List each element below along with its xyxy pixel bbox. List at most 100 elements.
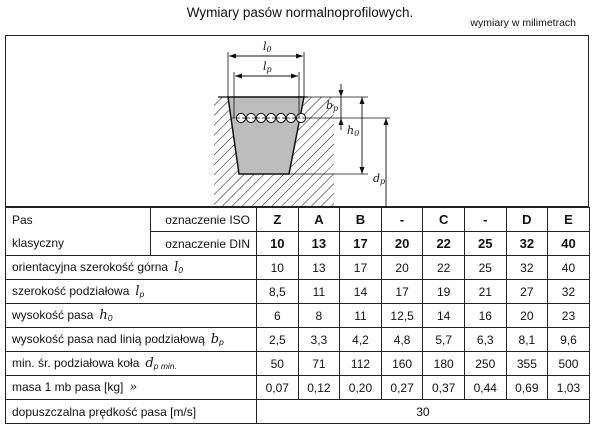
table-cell: 4,2 [339, 327, 382, 352]
table-cell: 32 [547, 279, 590, 304]
speed-label: dopuszczalna prędkość pasa [m/s] [5, 399, 257, 424]
table-cell: 6 [256, 303, 299, 328]
din-code: 32 [505, 231, 549, 256]
din-code: 40 [547, 231, 590, 256]
table-cell: 14 [339, 279, 382, 304]
row-label-text: min. śr. podziałowa koła [12, 355, 140, 370]
iso-label: oznaczenie ISO [150, 207, 257, 232]
row-symbol-subscript: p [219, 336, 224, 347]
belt-profile-svg: l0 lp bp h0 dp [214, 40, 390, 208]
din-label: oznaczenie DIN [150, 231, 257, 256]
table-cell: 0,20 [339, 375, 382, 400]
row-symbol: b [210, 331, 220, 347]
din-code: 22 [422, 231, 465, 256]
label-lp: lp [263, 60, 272, 74]
row-label: masa 1 mb pasa [kg] » [5, 375, 257, 400]
table-cell: 25 [463, 255, 507, 280]
row-label: szerokość podziałowa lp [5, 279, 257, 304]
table-cell: 11 [297, 279, 341, 304]
row-label: wysokość pasa nad linią podziałową bp [5, 327, 257, 352]
label-bp: bp [326, 99, 338, 113]
table-cell: 27 [505, 279, 549, 304]
din-code: 17 [339, 231, 382, 256]
table-cell: 3,3 [297, 327, 341, 352]
table-cell: 50 [256, 351, 299, 376]
iso-code: - [380, 207, 424, 232]
table-cell: 17 [380, 279, 424, 304]
table-cell: 9,6 [547, 327, 590, 352]
row-label-text: wysokość pasa [12, 307, 94, 322]
table-cell: 6,3 [463, 327, 507, 352]
row-symbol-subscript: 0 [178, 264, 183, 275]
table-cell: 19 [422, 279, 465, 304]
speed-value: 30 [256, 399, 590, 424]
table-cell: 0,69 [505, 375, 549, 400]
table-cell: 17 [339, 255, 382, 280]
table-cell: 10 [256, 255, 299, 280]
din-code: 10 [256, 231, 299, 256]
table-cell: 8,1 [505, 327, 549, 352]
table-cell: 355 [505, 351, 549, 376]
table-cell: 12,5 [380, 303, 424, 328]
table-cell: 250 [463, 351, 507, 376]
group-label-klasyczny: klasyczny [5, 231, 151, 256]
iso-row: Pas oznaczenie ISO Z A B - C - D E [5, 207, 590, 232]
row-symbol: d [145, 355, 154, 371]
table-cell: 23 [547, 303, 590, 328]
row-symbol: h [99, 307, 108, 323]
din-code: 13 [297, 231, 341, 256]
din-code: 25 [463, 231, 507, 256]
row-label-text: masa 1 mb pasa [kg] [12, 380, 124, 394]
row-symbol: » [129, 380, 138, 395]
iso-code: D [505, 207, 549, 232]
speed-row: dopuszczalna prędkość pasa [m/s]30 [5, 399, 590, 424]
belt-dimensions-table: Pas oznaczenie ISO Z A B - C - D E klasy… [5, 207, 590, 424]
table-cell: 8 [297, 303, 341, 328]
table-cell: 0,44 [463, 375, 507, 400]
label-h0: h0 [347, 124, 359, 138]
iso-code: A [297, 207, 341, 232]
table-cell: 71 [297, 351, 341, 376]
iso-code: B [339, 207, 382, 232]
group-label-pas: Pas [5, 207, 151, 232]
pulley-groove-hatch [214, 97, 334, 208]
table-cell: 112 [339, 351, 382, 376]
din-row: klasyczny oznaczenie DIN 10 13 17 20 22 … [5, 231, 590, 256]
units-note: wymiary w milimetrach [470, 17, 576, 29]
table-cell: 32 [505, 255, 549, 280]
belt-cross-section-drawing: l0 lp bp h0 dp [5, 35, 589, 208]
table-cell: 20 [380, 255, 424, 280]
iso-code: E [547, 207, 590, 232]
table-cell: 1,03 [547, 375, 590, 400]
row-symbol-subscript: p min. [153, 360, 177, 371]
table-cell: 0,27 [380, 375, 424, 400]
tension-cords [235, 112, 307, 124]
table-cell: 4,8 [380, 327, 424, 352]
table-cell: 180 [422, 351, 465, 376]
table-cell: 0,37 [422, 375, 465, 400]
row-symbol: l [135, 283, 140, 299]
iso-code: - [463, 207, 507, 232]
row-symbol: l [174, 259, 179, 275]
row-symbol-subscript: 0 [107, 312, 113, 323]
table-cell: 22 [422, 255, 465, 280]
iso-code: Z [256, 207, 299, 232]
label-dp: dp [373, 172, 385, 186]
table-cell: 20 [505, 303, 549, 328]
row-label-text: wysokość pasa nad linią podziałową [12, 331, 205, 346]
row-label: min. śr. podziałowa koła dp min. [5, 351, 257, 376]
iso-code: C [422, 207, 465, 232]
table-cell: 40 [547, 255, 590, 280]
label-l0: l0 [263, 40, 272, 54]
din-code: 20 [380, 231, 424, 256]
row-label-text: orientacyjna szerokość górna [12, 259, 169, 274]
row-symbol-subscript: p [139, 288, 145, 299]
table-cell: 21 [463, 279, 507, 304]
table-cell: 8,5 [256, 279, 299, 304]
table-cell: 11 [339, 303, 382, 328]
table-cell: 500 [547, 351, 590, 376]
